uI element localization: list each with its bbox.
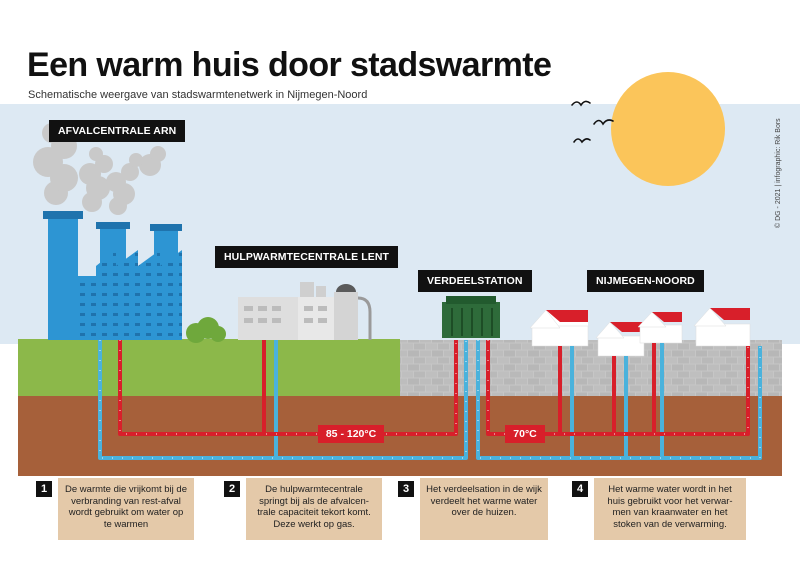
step-number: 3 [398,481,414,497]
waste-incineration-plant [43,211,182,340]
bush [186,317,226,343]
supply-pipes [118,340,750,436]
label-district: NIJMEGEN-NOORD [587,270,704,292]
step-2: 2 De hulpwarmtecentrale springt bij als … [224,478,382,544]
label-backup-plant: HULPWARMTECENTRALE LENT [215,246,399,268]
house-2 [595,321,645,357]
house-4 [693,307,751,347]
page-subtitle: Schematische weergave van stadswarmtenet… [28,89,368,101]
step-text: De warmte die vrijkomt bij de verbrandin… [58,478,194,540]
step-text: De hulpwarmtecentrale springt bij als de… [246,478,382,540]
step-4: 4 Het warme water wordt in het huis gebr… [572,478,746,544]
step-text: Het warme water wordt in het huis gebrui… [594,478,746,540]
label-waste-plant: AFVALCENTRALE ARN [49,120,186,142]
temperature-badge-district: 70°C [505,425,545,443]
credit-line: © DG - 2021 | infographic: Rik Bors [775,118,782,228]
backup-heat-plant [238,282,372,340]
birds [571,100,614,144]
step-1: 1 De warmte die vrijkomt bij de verbrand… [36,478,194,544]
flow-dots [99,340,761,459]
step-number: 2 [224,481,240,497]
step-text: Het verdeelsation in de wijk verdeelt he… [420,478,548,540]
label-distribution-station: VERDEELSTATION [418,270,532,292]
pavement [400,340,782,396]
step-number: 1 [36,481,52,497]
sun [611,72,725,186]
house-1 [529,309,589,347]
grass [18,339,400,396]
step-number: 4 [572,481,588,497]
temperature-badge-main: 85 - 120°C [318,425,384,443]
distribution-station [442,296,500,338]
page-title: Een warm huis door stadswarmte [27,46,552,84]
step-3: 3 Het verdeelsation in de wijk verdeelt … [398,478,548,544]
